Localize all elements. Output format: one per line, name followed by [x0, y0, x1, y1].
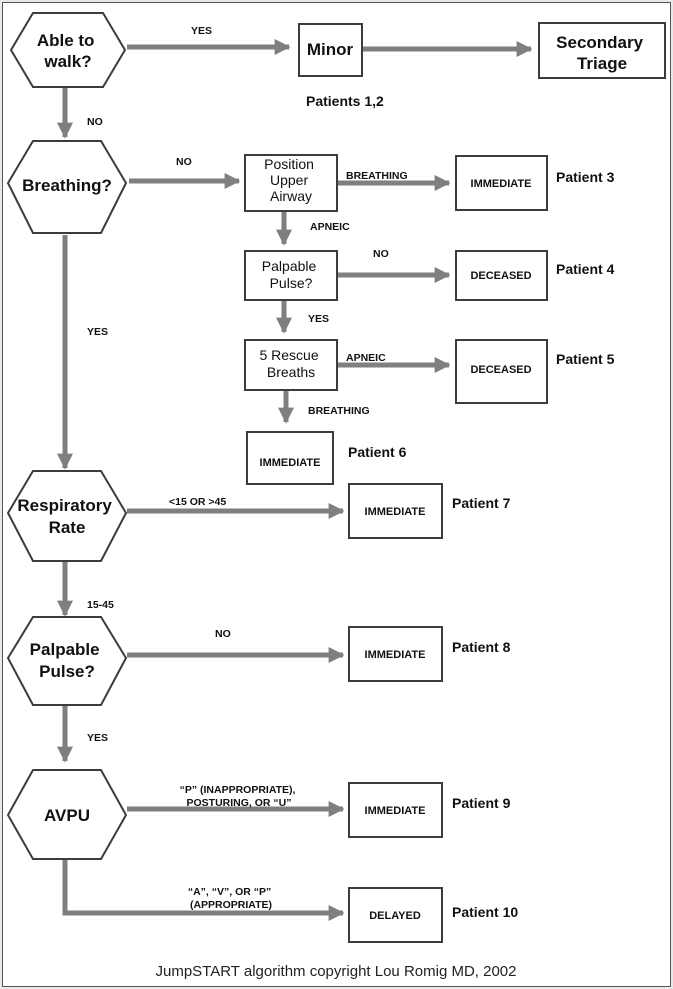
box-secondary-triage: [538, 22, 666, 79]
box-immediate-3: [455, 155, 548, 211]
edge-label-rescue-breathing: BREATHING: [308, 405, 370, 417]
secondary-triage-label: Secondary Triage: [556, 33, 648, 73]
box-deceased-5: [455, 339, 548, 404]
box-immediate-9: [348, 782, 443, 838]
box-immediate-7: [348, 483, 443, 539]
edge-label-palpable-yes: YES: [87, 732, 108, 744]
edge-label-walk-no: NO: [87, 116, 103, 128]
walk-label: Able to walk?: [37, 31, 99, 71]
patient-6-label: Patient 6: [348, 444, 407, 460]
arrow-avpu-to-delayed10: [62, 857, 345, 922]
box-delayed-10: [348, 887, 443, 943]
patients-1-2-label: Patients 1,2: [306, 93, 384, 109]
box-immediate-6: [246, 431, 334, 485]
box-position-upper-airway: [244, 154, 338, 212]
box-palpable-pulse-small: [244, 250, 338, 301]
edge-label-position-apneic: APNEIC: [310, 221, 350, 233]
patient-10-label: Patient 10: [452, 904, 518, 920]
immediate-9-label: IMMEDIATE: [365, 805, 426, 817]
deceased-4-label: DECEASED: [470, 270, 531, 282]
edge-label-pulse-no: NO: [373, 248, 389, 260]
position-upper-airway-label: Position Upper Airway: [264, 156, 318, 204]
hexagon-palpable-pulse: [6, 616, 128, 706]
palpable-pulse-small-label: Palpable Pulse?: [262, 258, 320, 291]
hexagon-avpu: [6, 769, 128, 860]
patient-3-label: Patient 3: [556, 169, 615, 185]
copyright-footer: JumpSTART algorithm copyright Lou Romig …: [156, 963, 517, 980]
edge-label-breathing-no: NO: [176, 156, 192, 168]
avpu-label: AVPU: [44, 806, 90, 825]
immediate-7-label: IMMEDIATE: [365, 506, 426, 518]
edge-label-breathing-yes: YES: [87, 326, 108, 338]
box-immediate-8: [348, 626, 443, 682]
patient-8-label: Patient 8: [452, 639, 511, 655]
edge-label-walk-yes: YES: [191, 25, 212, 37]
edge-label-rescue-apneic: APNEIC: [346, 352, 386, 364]
immediate-6-label: IMMEDIATE: [260, 457, 321, 469]
edge-label-resp-15-45: 15-45: [87, 599, 114, 611]
hexagon-breathing: [6, 140, 128, 234]
hexagon-respiratory-rate: [6, 470, 128, 562]
immediate-3-label: IMMEDIATE: [471, 178, 532, 190]
hexagon-able-to-walk: [9, 12, 127, 88]
edge-label-palpable-no: NO: [215, 628, 231, 640]
minor-label: Minor: [307, 40, 354, 59]
box-5-rescue-breaths: [244, 339, 338, 391]
patient-4-label: Patient 4: [556, 261, 615, 277]
box-minor: [298, 23, 363, 77]
edge-label-avpu-p: “P” (INAPPROPRIATE), POSTURING, OR “U”: [180, 784, 299, 809]
edge-label-pulse-yes: YES: [308, 313, 329, 325]
palpable-pulse-label: Palpable Pulse?: [30, 640, 105, 681]
box-deceased-4: [455, 250, 548, 301]
breathing-label: Breathing?: [22, 176, 112, 195]
respiratory-rate-label: Respiratory Rate: [17, 496, 116, 537]
flowchart: Able to walk? Breathing? Respiratory Rat…: [6, 12, 666, 980]
immediate-8-label: IMMEDIATE: [365, 649, 426, 661]
edge-label-position-breathing: BREATHING: [346, 170, 408, 182]
delayed-10-label: DELAYED: [369, 910, 421, 922]
edge-label-resp-out-of-range: <15 OR >45: [169, 496, 226, 508]
connectors: [56, 38, 533, 922]
edge-label-avpu-a: “A”, “V”, OR “P” (APPROPRIATE): [188, 886, 274, 911]
deceased-5-label: DECEASED: [470, 364, 531, 376]
patient-7-label: Patient 7: [452, 495, 511, 511]
patient-9-label: Patient 9: [452, 795, 511, 811]
patient-5-label: Patient 5: [556, 351, 615, 367]
rescue-breaths-label: 5 Rescue Breaths: [259, 347, 322, 380]
